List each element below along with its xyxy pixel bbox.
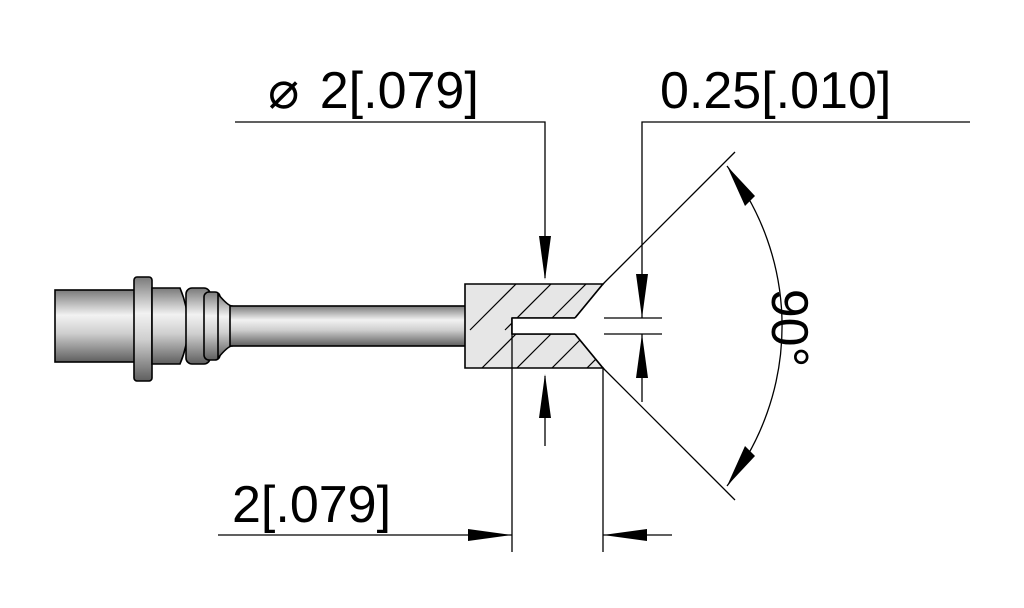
nozzle-body (54, 276, 468, 382)
diameter-value: 2[.079] (320, 62, 479, 120)
nozzle-tube (229, 305, 468, 347)
angle-arrow-bottom (727, 446, 755, 486)
nozzle-flange (133, 276, 153, 382)
length-arrow-left (603, 529, 647, 541)
gap-value: 0.25[.010] (660, 62, 891, 120)
tip-bore (512, 284, 603, 368)
gap-dimension: 0.25[.010] (604, 62, 970, 402)
length-dimension: 2[.079] (218, 334, 672, 552)
diameter-arrow-down (539, 236, 551, 280)
angle-value: 90° (760, 289, 818, 368)
gap-arrow-down (636, 274, 648, 318)
nozzle-collar (151, 287, 189, 365)
diameter-dimension: ⌀ 2[.079] (235, 62, 551, 446)
angle-arrow-top (727, 166, 755, 206)
nozzle-cylinder (54, 289, 141, 363)
angle-dimension: 90° (602, 151, 818, 501)
diameter-arrow-up (539, 374, 551, 418)
length-value: 2[.079] (232, 476, 391, 534)
diameter-symbol: ⌀ (268, 62, 299, 120)
length-arrow-right (468, 529, 512, 541)
svg-text:⌀ 2[.079]: ⌀ 2[.079] (268, 62, 479, 120)
tip-section (464, 283, 605, 369)
